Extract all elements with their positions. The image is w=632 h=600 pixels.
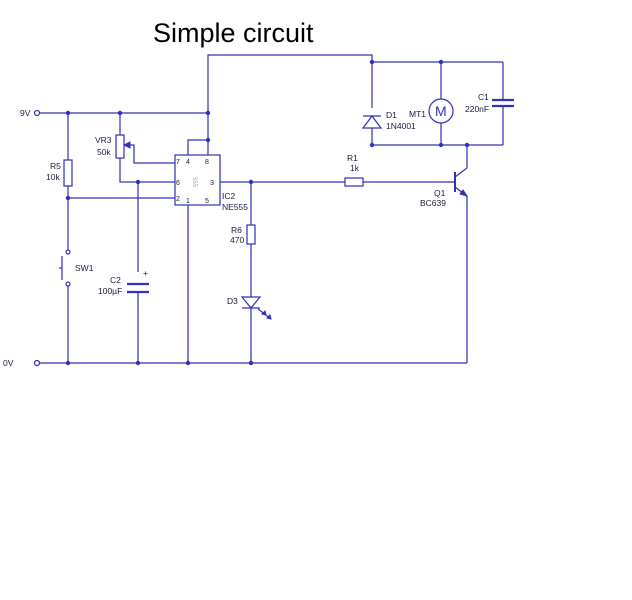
r5-ref: R5 bbox=[50, 161, 61, 171]
rail-0v-label: 0V bbox=[3, 358, 14, 368]
d3-ref: D3 bbox=[227, 296, 238, 306]
ic2-pin-3: 3 bbox=[210, 180, 214, 187]
r5-value: 10k bbox=[46, 172, 60, 182]
led-d3: D3 bbox=[227, 296, 272, 320]
resistor-r1: R1 1k bbox=[344, 153, 364, 187]
c1-value: 220nF bbox=[465, 104, 489, 114]
ic2-ref: IC2 bbox=[222, 191, 236, 201]
rail-9v: 9V bbox=[20, 108, 41, 118]
ic2-pin-5: 5 bbox=[205, 198, 209, 205]
q1-value: BC639 bbox=[420, 198, 446, 208]
resistor-r6: R6 470 bbox=[230, 224, 256, 245]
vr3-ref: VR3 bbox=[95, 135, 112, 145]
rail-9v-label: 9V bbox=[20, 108, 31, 118]
d1-value: 1N4001 bbox=[386, 121, 416, 131]
junction-dots bbox=[65, 59, 470, 366]
r6-value: 470 bbox=[230, 235, 244, 245]
ic2-ne555: 555 7 4 8 6 3 2 1 5 IC2 NE555 bbox=[174, 154, 248, 212]
capacitor-c1: C1 220nF bbox=[465, 92, 514, 114]
transistor-q1: Q1 BC639 bbox=[420, 167, 469, 208]
sw1-ref: SW1 bbox=[75, 263, 94, 273]
switch-sw1: SW1 bbox=[59, 249, 94, 287]
r6-ref: R6 bbox=[231, 225, 242, 235]
q1-ref: Q1 bbox=[434, 188, 446, 198]
ic2-pin-4: 4 bbox=[186, 159, 190, 166]
mt1-symbol: M bbox=[435, 103, 447, 119]
ic2-pin-8: 8 bbox=[205, 159, 209, 166]
ic2-pin-1: 1 bbox=[186, 198, 190, 205]
ic2-pin-6: 6 bbox=[176, 180, 180, 187]
diagram-title: Simple circuit bbox=[153, 18, 314, 48]
c2-value: 100µF bbox=[98, 286, 122, 296]
wires bbox=[40, 54, 504, 364]
motor-mt1: M MT1 bbox=[409, 98, 454, 124]
c1-ref: C1 bbox=[478, 92, 489, 102]
ic2-pin-7: 7 bbox=[176, 159, 180, 166]
r1-ref: R1 bbox=[347, 153, 358, 163]
vr3-value: 50k bbox=[97, 147, 111, 157]
d1-ref: D1 bbox=[386, 110, 397, 120]
r1-value: 1k bbox=[350, 163, 360, 173]
ic2-pin-2: 2 bbox=[176, 196, 180, 203]
c2-ref: C2 bbox=[110, 275, 121, 285]
c2-polarity: + bbox=[143, 268, 148, 278]
potentiometer-vr3: VR3 50k bbox=[95, 134, 131, 159]
mt1-ref: MT1 bbox=[409, 109, 426, 119]
diode-d1: D1 1N4001 bbox=[361, 110, 416, 131]
ic2-value: NE555 bbox=[222, 202, 248, 212]
rail-0v: 0V bbox=[3, 358, 41, 368]
capacitor-c2: + C2 100µF bbox=[98, 268, 149, 296]
ic2-body-mark: 555 bbox=[191, 177, 197, 188]
resistor-r5: R5 10k bbox=[46, 159, 73, 187]
